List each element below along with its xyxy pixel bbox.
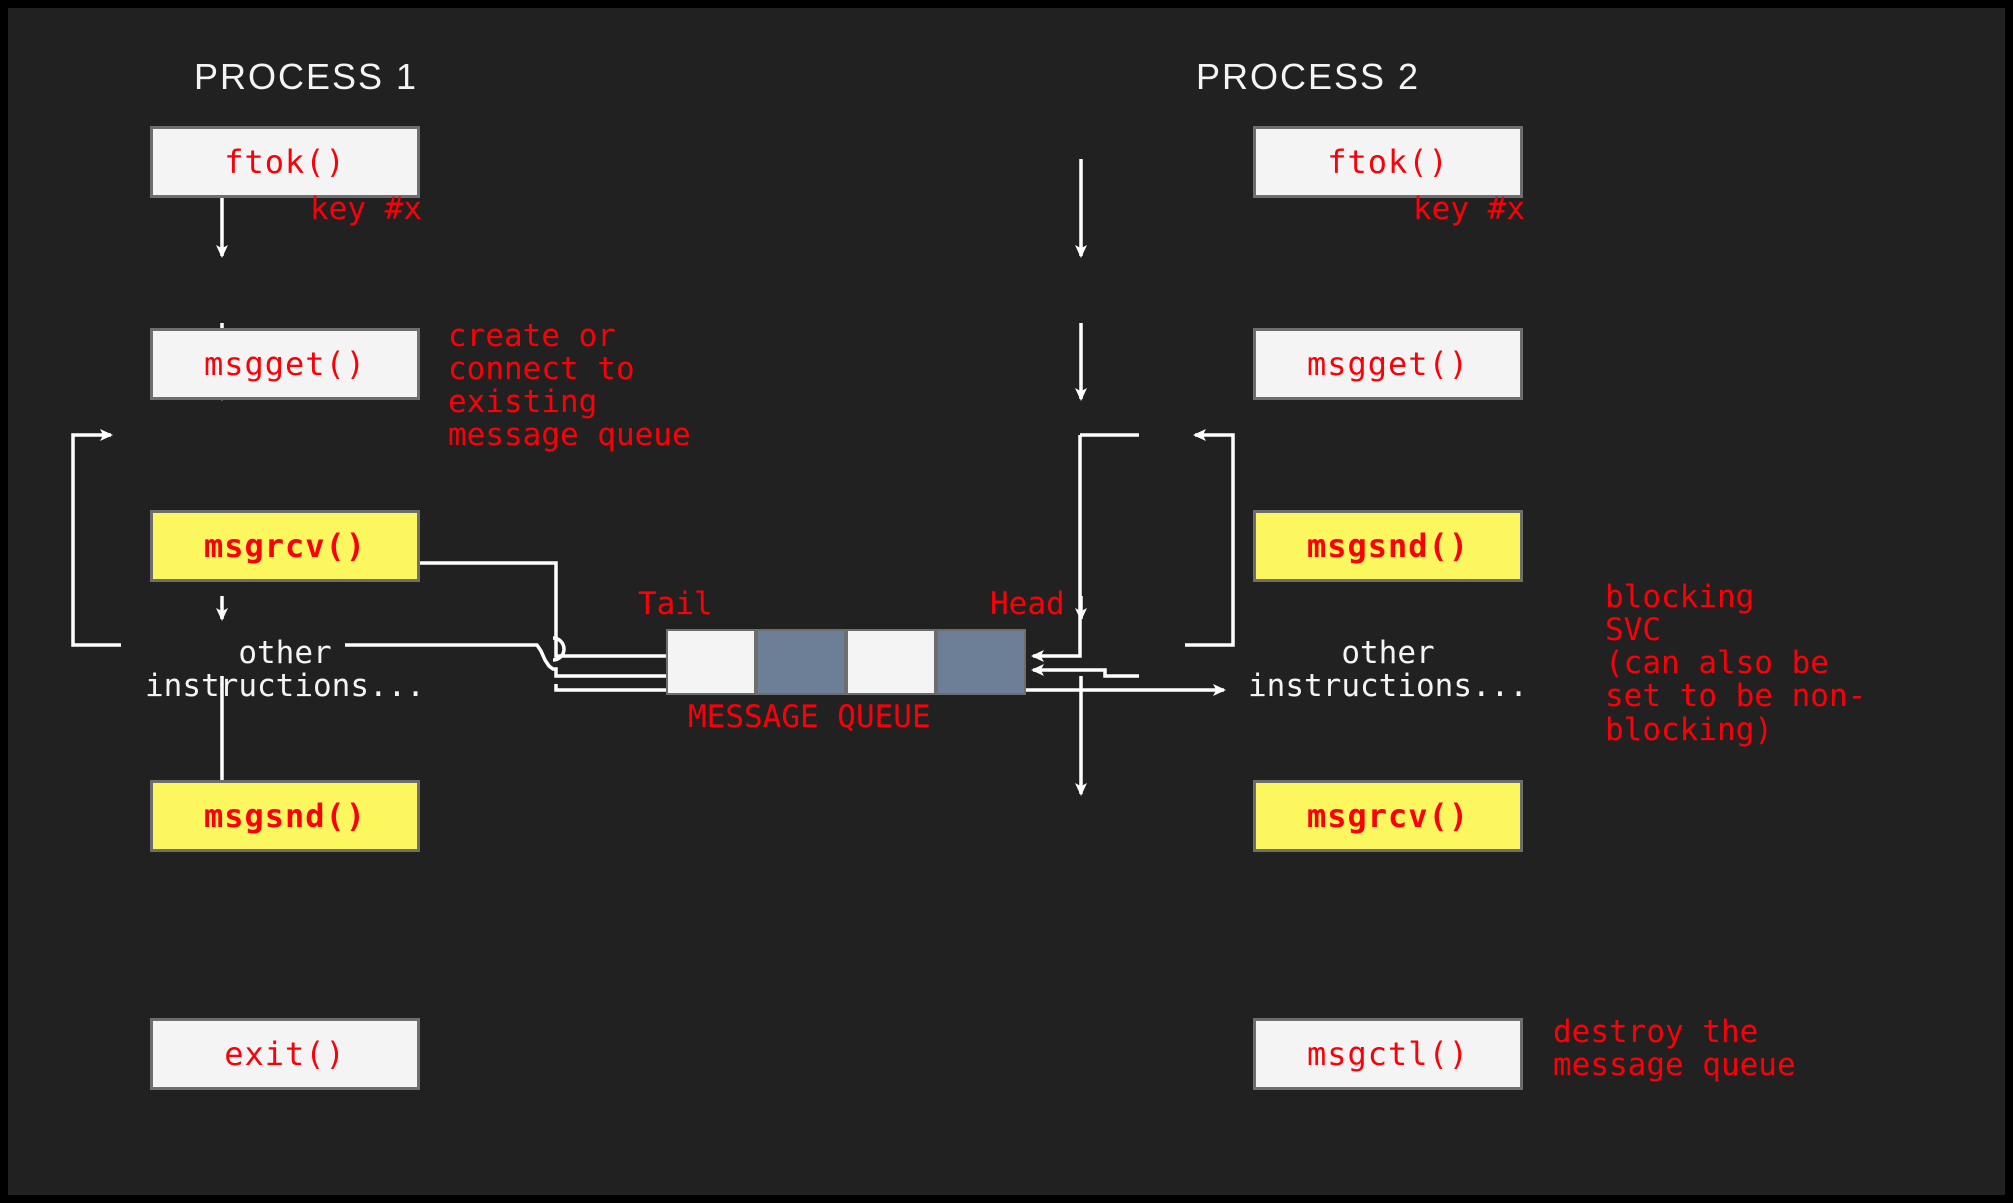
queue-tail-label: Tail xyxy=(638,586,713,622)
queue-cell-1[interactable] xyxy=(756,629,846,695)
node-p2-msgctl[interactable]: msgctl() xyxy=(1253,1018,1523,1090)
queue-caption: MESSAGE QUEUE xyxy=(688,699,931,735)
node-p2-msgget[interactable]: msgget() xyxy=(1253,328,1523,400)
process-1-title: PROCESS 1 xyxy=(194,56,419,97)
diagram-canvas: PROCESS 1 ftok() key #x msgget() create … xyxy=(8,8,2005,1195)
node-p2-msgsnd[interactable]: msgsnd() xyxy=(1253,510,1523,582)
annotation-destroy-queue: destroy the message queue xyxy=(1553,1014,1796,1084)
edge-p1-msgsnd-to-queue xyxy=(345,643,666,678)
process-2-title: PROCESS 2 xyxy=(1196,56,1421,97)
edge-p1-loopback xyxy=(71,429,121,647)
line-hop xyxy=(552,636,566,662)
queue-head-label: Head xyxy=(990,586,1065,622)
connector-layer xyxy=(71,159,1235,796)
edge-p2-msgrcv-to-queue xyxy=(1031,664,1139,678)
p2-other-instructions: other instructions... xyxy=(1248,635,1528,705)
node-p2-ftok[interactable]: ftok() xyxy=(1253,126,1523,198)
p2-key-label: key #x xyxy=(1413,191,1525,227)
p1-key-label: key #x xyxy=(310,191,422,227)
node-p1-exit[interactable]: exit() xyxy=(150,1018,420,1090)
annotation-create-or-connect: create or connect to existing message qu… xyxy=(448,318,691,454)
p1-other-instructions: other instructions... xyxy=(145,635,425,705)
edge-p2-loopback xyxy=(1185,429,1235,647)
message-queue-cells xyxy=(666,629,1026,695)
queue-cell-2[interactable] xyxy=(846,629,936,695)
annotation-blocking-svc: blocking SVC (can also be set to be non-… xyxy=(1605,579,1867,748)
node-p1-msgsnd[interactable]: msgsnd() xyxy=(150,780,420,852)
queue-cell-0[interactable] xyxy=(666,629,756,695)
node-p1-msgget[interactable]: msgget() xyxy=(150,328,420,400)
node-p1-msgrcv[interactable]: msgrcv() xyxy=(150,510,420,582)
queue-cell-3[interactable] xyxy=(936,629,1026,695)
edge-queue-to-p1-msgrcv xyxy=(343,557,666,658)
node-p1-ftok[interactable]: ftok() xyxy=(150,126,420,198)
node-p2-msgrcv[interactable]: msgrcv() xyxy=(1253,780,1523,852)
edge-p2-msgsnd-to-queue-2 xyxy=(1031,435,1082,662)
